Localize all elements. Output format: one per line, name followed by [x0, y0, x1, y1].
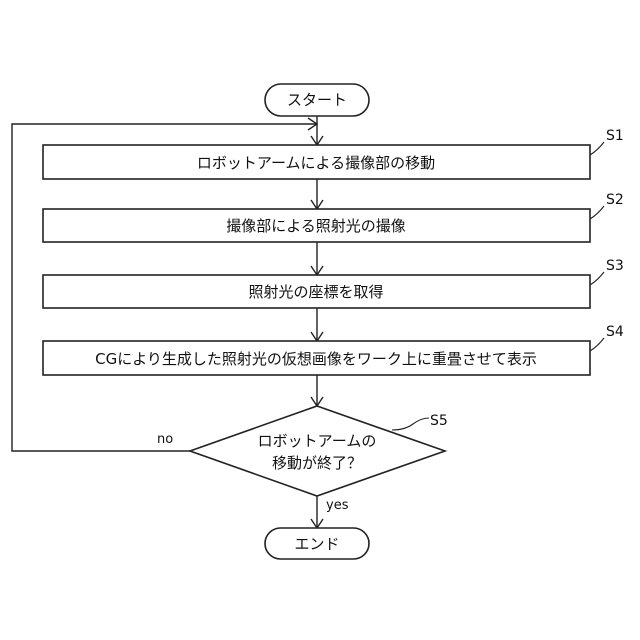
start-label: スタート [287, 91, 347, 109]
step-label-s1: S1 [606, 128, 624, 144]
decision-text-line1: ロボットアームの [258, 432, 377, 450]
process-step-s4: CGにより生成した照射光の仮想画像をワーク上に重畳させて表示 [43, 341, 590, 375]
decision-shape [190, 406, 445, 496]
step-leader-line [590, 272, 604, 285]
decision-leader-line [392, 418, 429, 430]
no-label: no [157, 432, 173, 447]
step-leader-line [590, 142, 604, 155]
yes-label: yes [326, 498, 349, 513]
decision-text-line2: 移動が終了？ [272, 454, 362, 472]
process-step-s3: 照射光の座標を取得 [43, 275, 590, 308]
end-terminator: エンド [265, 528, 369, 559]
step-label-s2: S2 [606, 192, 624, 208]
step-leader-line [590, 338, 604, 351]
step-text: 撮像部による照射光の撮像 [226, 217, 406, 235]
step-text: 照射光の座標を取得 [248, 283, 383, 301]
process-step-s1: ロボットアームによる撮像部の移動 [43, 145, 590, 179]
decision-s5: ロボットアームの 移動が終了？ [190, 406, 445, 496]
step-label-s3: S3 [606, 258, 624, 274]
step-leader-line [590, 206, 604, 219]
end-label: エンド [294, 535, 339, 553]
start-terminator: スタート [265, 84, 369, 116]
step-label-s4: S4 [606, 324, 624, 340]
step-text: CGにより生成した照射光の仮想画像をワーク上に重畳させて表示 [95, 350, 537, 368]
process-step-s2: 撮像部による照射光の撮像 [43, 209, 590, 242]
decision-label-s5: S5 [430, 413, 448, 429]
step-text: ロボットアームによる撮像部の移動 [197, 154, 435, 172]
